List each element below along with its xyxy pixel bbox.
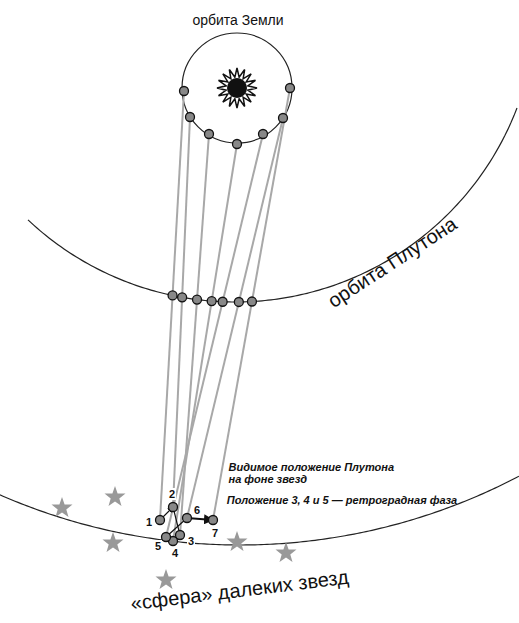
callout-number: 1: [145, 516, 153, 528]
position-dot: [247, 297, 256, 306]
position-dot: [279, 114, 288, 123]
position-dot: [178, 293, 187, 302]
position-dot: [218, 297, 227, 306]
position-dot: [259, 130, 268, 139]
position-dot: [180, 87, 189, 96]
background-star: [103, 532, 124, 552]
background-star: [156, 569, 177, 589]
sun-disk: [227, 78, 247, 98]
background-star: [227, 531, 248, 551]
position-dot: [162, 533, 171, 542]
sight-line: [213, 88, 290, 520]
callout-number: 2: [168, 488, 176, 500]
sight-line: [173, 144, 237, 541]
note-text: Положение 3, 4 и 5 — ретроградная фаза: [227, 494, 458, 506]
position-dot: [186, 113, 195, 122]
note-text: Видимое положение Плутона на фоне звезд: [229, 461, 404, 485]
position-dot: [183, 514, 192, 523]
callout-number: 3: [187, 535, 195, 547]
background-star: [105, 486, 126, 506]
position-dot: [156, 516, 165, 525]
orbit-label: орбита Плутона: [323, 212, 460, 312]
star-sphere: [0, 476, 519, 545]
callout-number: 5: [154, 540, 162, 552]
position-dot: [168, 291, 177, 300]
position-dot: [209, 516, 218, 525]
sphere-label: «сфера» далеких звезд: [130, 565, 351, 615]
position-dot: [286, 84, 295, 93]
sight-line: [187, 118, 283, 518]
background-star: [276, 542, 297, 562]
orbit-label: орбита Земли: [192, 12, 283, 28]
earth-orbit: [182, 33, 292, 143]
position-dot: [193, 295, 202, 304]
position-dot: [233, 140, 242, 149]
position-dot: [205, 130, 214, 139]
callout-number: 7: [211, 527, 219, 539]
position-dot: [207, 297, 216, 306]
pluto-orbit: [28, 108, 517, 302]
sight-line: [160, 91, 184, 520]
sun-rays: [217, 68, 257, 108]
position-dot: [169, 503, 178, 512]
position-dot: [234, 297, 243, 306]
background-star: [52, 497, 73, 517]
callout-number: 4: [171, 547, 179, 559]
callout-number: 6: [193, 504, 201, 516]
